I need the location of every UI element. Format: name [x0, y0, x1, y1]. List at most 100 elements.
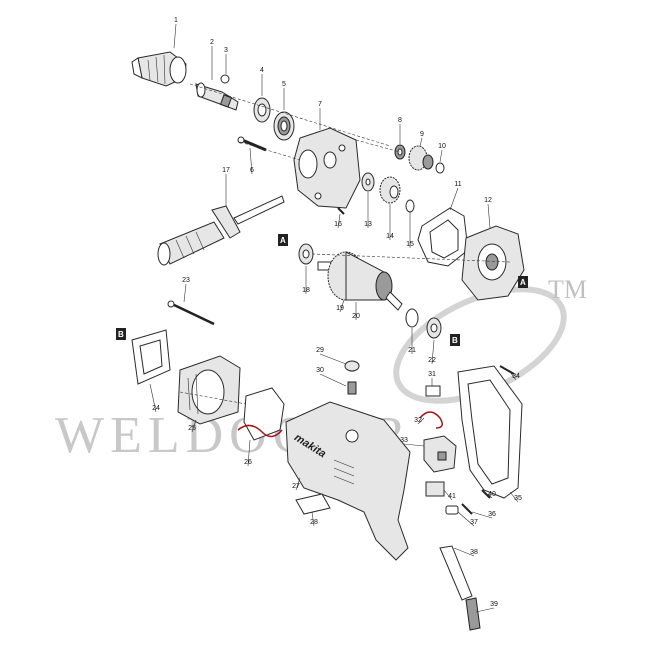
part-brush-holder — [237, 387, 285, 441]
callout-drill-chuck: 1 — [174, 17, 178, 24]
callout-tapping-screw: 34 — [512, 373, 520, 380]
callout-motor-housing: 27 — [292, 483, 300, 490]
callout-leader-28 — [311, 511, 315, 527]
part-armature — [317, 251, 403, 311]
part-insulation-washer — [405, 308, 419, 328]
part-pin — [337, 207, 345, 215]
callout-leader-25 — [191, 419, 197, 433]
callout-armature: 19 — [336, 305, 344, 312]
callout-leader-22 — [431, 339, 435, 365]
part-retaining-ring-small — [405, 199, 415, 213]
callout-leader-41 — [443, 489, 453, 501]
callout-washer: 10 — [438, 143, 446, 150]
callout-leader-39 — [475, 607, 495, 613]
part-ball-bearing — [273, 111, 295, 141]
part-brush-holder-cap — [344, 360, 360, 372]
callout-leader-27 — [295, 477, 301, 491]
callout-brush-holder: 26 — [244, 459, 252, 466]
part-field — [177, 355, 241, 425]
callout-switch-lever: 31 — [428, 371, 436, 378]
callout-leader-35 — [509, 491, 519, 503]
part-terminal — [425, 481, 445, 497]
callout-leader-33 — [403, 443, 425, 447]
callout-side-grip: 17 — [222, 167, 230, 174]
callout-bearing-box: 12 — [484, 197, 492, 204]
part-helical-gear — [379, 176, 401, 204]
part-washer — [435, 162, 445, 174]
callout-insulation-washer: 21 — [408, 347, 416, 354]
callout-leader-16 — [337, 213, 341, 229]
svg-text:A: A — [520, 278, 526, 287]
part-side-grip — [157, 195, 285, 266]
part-lead-wire — [419, 411, 443, 429]
ref-markers: A A B B — [116, 234, 528, 346]
callout-carbon-brush: 30 — [316, 367, 324, 374]
callout-leader-29 — [319, 353, 347, 365]
assembly-lines — [179, 83, 511, 405]
part-cord-guard — [439, 545, 473, 601]
callout-leader-36 — [471, 511, 493, 519]
part-drill-chuck — [131, 51, 187, 87]
callout-leader-32 — [417, 417, 425, 425]
part-tapping-screw — [499, 365, 515, 375]
part-switch — [423, 435, 457, 473]
callout-handle-cover: 35 — [514, 495, 522, 502]
part-carbon-brush — [347, 381, 357, 395]
callout-leader-26 — [247, 439, 251, 467]
part-retaining-ring — [220, 74, 230, 84]
callout-retaining-ring: 3 — [224, 47, 228, 54]
callout-leader-12 — [487, 203, 491, 229]
callout-leader-34 — [509, 371, 517, 381]
callout-leader-6 — [249, 147, 253, 175]
callout-ball-bearing-b: 22 — [428, 357, 436, 364]
callout-spindle: 2 — [210, 39, 214, 46]
callout-switch: 33 — [400, 437, 408, 444]
part-spindle — [195, 82, 239, 111]
part-ring-spacer — [361, 172, 375, 192]
part-cord — [465, 597, 481, 631]
callout-leader-11 — [449, 187, 459, 211]
callout-terminal: 41 — [448, 493, 456, 500]
callout-cord-guard: 38 — [470, 549, 478, 556]
callout-leader-24 — [149, 383, 157, 413]
part-ball-bearing-b — [426, 317, 442, 339]
callout-screw: 6 — [250, 167, 254, 174]
callout-gear-housing: 7 — [318, 101, 322, 108]
callout-ring-spacer: 13 — [364, 221, 372, 228]
part-baffle-plate — [131, 329, 171, 385]
part-tapping-screw-cover — [481, 489, 491, 499]
callout-gasket: 11 — [454, 181, 461, 188]
callout-leader-30 — [319, 373, 347, 387]
part-bearing-box — [461, 225, 525, 301]
callout-leader-38 — [453, 547, 475, 557]
callout-ball-bearing-a: 18 — [302, 287, 310, 294]
part-gasket — [417, 207, 469, 267]
callout-spur-gear: 9 — [420, 131, 424, 138]
svg-text:A: A — [280, 236, 286, 245]
callout-leader-23 — [183, 283, 187, 303]
part-spur-gear — [408, 145, 434, 171]
callout-leader-9 — [419, 137, 423, 147]
callout-strain-relief: 37 — [470, 519, 478, 526]
callout-leader-19 — [339, 299, 345, 313]
callout-brush-holder-cap: 29 — [316, 347, 324, 354]
callout-leader-37 — [457, 511, 475, 527]
callout-helical-gear: 14 — [386, 233, 394, 240]
part-ball-bearing-a — [298, 243, 314, 265]
part-name-plate — [295, 493, 331, 515]
part-handle-cover — [457, 365, 523, 499]
callout-pin: 16 — [334, 221, 342, 228]
callout-leader-40 — [487, 493, 493, 499]
callout-field: 25 — [188, 425, 196, 432]
ref-marker-a-left: A — [278, 234, 288, 246]
watermark-tm: TM — [548, 275, 587, 304]
part-switch-lever — [425, 385, 441, 397]
callout-tapping-screw-cover: 40 — [488, 491, 496, 498]
callout-ring: 4 — [260, 67, 264, 74]
callout-fan: 20 — [352, 313, 360, 320]
callout-ball-bearing: 5 — [282, 81, 286, 88]
callout-leader-10 — [439, 149, 443, 163]
ref-marker-b-left: B — [116, 328, 126, 340]
